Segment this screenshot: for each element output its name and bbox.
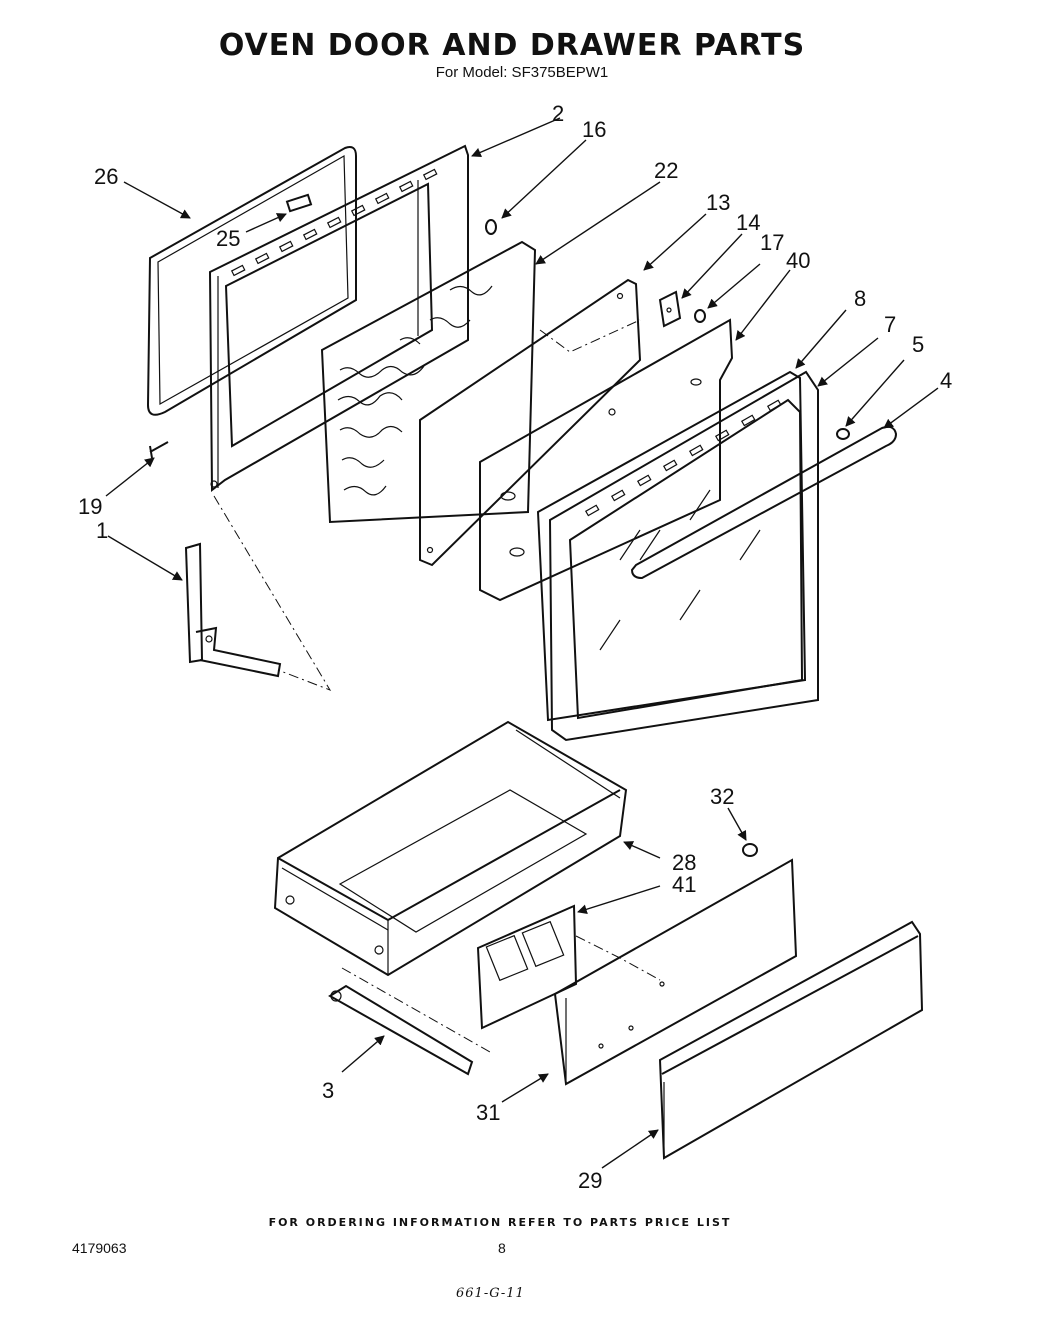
- callout-14: 14: [736, 210, 760, 235]
- part-screw-17: [694, 309, 706, 323]
- callout-2: 2: [552, 101, 564, 126]
- part-drawer-panel: [553, 858, 798, 1086]
- callout-29: 29: [578, 1168, 602, 1193]
- part-hinge-bracket: [658, 290, 682, 328]
- part-door-gasket: [146, 146, 357, 416]
- callout-3: 3: [322, 1078, 334, 1103]
- callout-25: 25: [216, 226, 240, 251]
- part-drawer: [273, 720, 628, 977]
- callout-13: 13: [706, 190, 730, 215]
- callout-32: 32: [710, 784, 734, 809]
- page-title: OVEN DOOR AND DRAWER PARTS: [218, 28, 806, 63]
- frame-vent-slots: [230, 168, 438, 277]
- window-vent-slots: [584, 399, 782, 517]
- part-insulation: [320, 240, 537, 524]
- part-screw-19: [149, 441, 169, 459]
- part-window-frame-7: [548, 370, 819, 742]
- callout-8: 8: [854, 286, 866, 311]
- part-door-baffle: [419, 278, 642, 567]
- callout-22: 22: [654, 158, 678, 183]
- part-nut-5: [836, 428, 850, 440]
- part-drawer-slide: [328, 984, 474, 1076]
- part-drawer-bracket: [476, 904, 578, 1030]
- callout-16: 16: [582, 117, 606, 142]
- callout-41: 41: [672, 872, 696, 897]
- panel-assembly-line: [575, 935, 661, 981]
- callout-28: 28: [672, 850, 696, 875]
- part-door-hinge: [184, 542, 282, 678]
- callout-5: 5: [912, 332, 924, 357]
- model-subtitle: For Model: SF375BEPW1: [435, 64, 609, 81]
- callout-4: 4: [940, 368, 952, 393]
- callout-40: 40: [786, 248, 810, 273]
- part-roller: [742, 843, 758, 857]
- ordering-note: FOR ORDERING INFORMATION REFER TO PARTS …: [268, 1216, 732, 1229]
- page-number: 8: [498, 1240, 506, 1256]
- callout-7: 7: [884, 312, 896, 337]
- hinge-assembly-line: [213, 495, 332, 691]
- callout-17: 17: [760, 230, 784, 255]
- document-number: 4179063: [72, 1240, 127, 1256]
- part-small-bracket: [285, 193, 313, 213]
- part-window-frame-8: [536, 370, 807, 722]
- part-screw-16: [485, 219, 497, 235]
- callout-31: 31: [476, 1100, 500, 1125]
- part-inner-door-frame: [208, 144, 469, 493]
- slide-assembly-line: [341, 967, 491, 1053]
- callout-26: 26: [94, 164, 118, 189]
- part-drawer-front: [658, 920, 924, 1160]
- callout-1: 1: [96, 518, 108, 543]
- callout-19: 19: [78, 494, 102, 519]
- handwritten-code: 661-G-11: [456, 1286, 525, 1301]
